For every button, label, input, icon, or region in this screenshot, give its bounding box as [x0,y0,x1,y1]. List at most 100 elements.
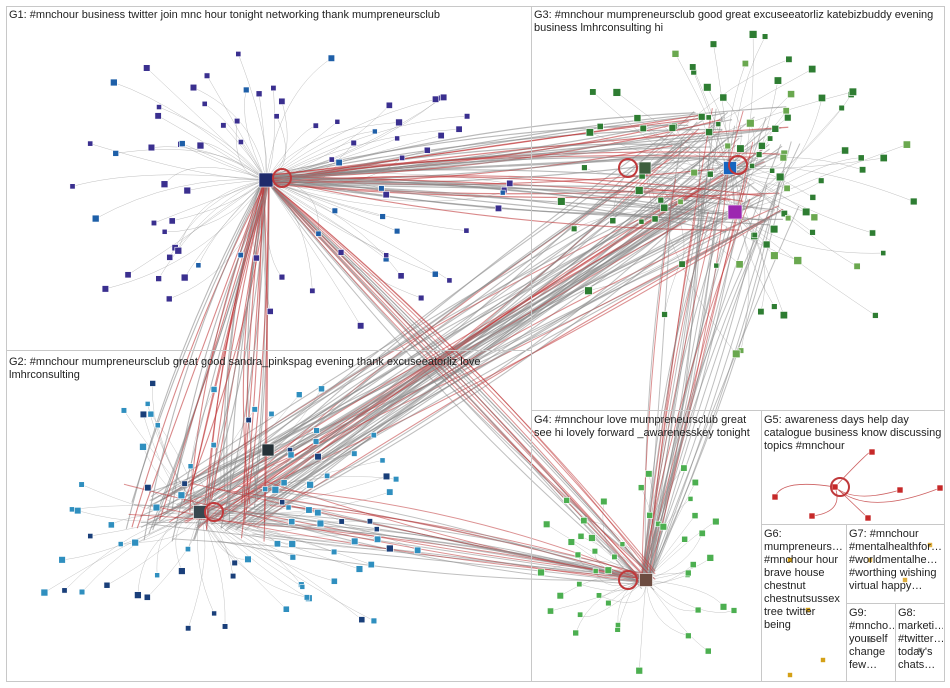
edge [182,143,267,181]
node-g2 [313,427,320,434]
node-g3 [769,225,779,234]
node-g4 [637,484,645,491]
edge [158,115,267,181]
node-g1 [252,254,260,262]
node-g1 [143,64,151,72]
edge [265,125,316,181]
node-g2 [178,567,186,575]
node-g3 [853,262,861,270]
node-g1 [237,252,244,259]
edge [199,511,372,565]
edge [265,122,400,181]
node-g3 [762,240,771,249]
node-g3 [879,154,888,162]
node-g2 [299,584,306,590]
node-g2 [303,594,311,601]
node-g3 [690,168,698,177]
node-g3 [770,251,779,260]
group-label-g2: G2: #mnchour mumpreneursclub great good … [9,356,481,381]
node-g1 [382,191,390,199]
node-g3 [773,76,782,85]
node-g2 [211,610,217,617]
node-g3 [736,144,745,153]
node-g2 [374,535,382,543]
node-g3 [557,197,566,206]
edge [244,181,270,523]
node-g1 [178,140,186,147]
edge [265,179,503,202]
edge [645,579,689,637]
node-g4 [574,551,582,559]
edge [77,510,201,522]
edge [193,181,267,541]
edge [270,135,743,180]
node-g2 [221,623,229,630]
edge [264,128,723,180]
node-g1 [147,143,156,152]
edge [253,182,266,494]
node-g3 [902,140,911,149]
edge [199,511,362,620]
edge [226,183,264,510]
edge [734,211,884,254]
node-g3 [779,311,788,320]
edge [158,106,267,181]
edge [244,89,267,181]
node-g3 [671,50,680,58]
node-g1 [155,275,162,282]
node-g2 [279,499,286,506]
node-g1 [101,285,110,293]
self-loop [618,570,638,590]
edge [105,179,267,290]
edge [641,223,764,578]
self-loop [204,502,224,522]
node-g6 [787,557,793,563]
edge [220,180,265,528]
node-g2 [78,588,86,596]
node-g2 [117,541,124,547]
node-g3 [793,256,803,265]
node-g3 [782,107,790,115]
node-g1 [180,273,189,282]
node-g3 [639,124,647,132]
group-label-g9: G9: #mncho… yourself change few… [849,607,894,671]
node-g2 [273,540,281,548]
edge [265,179,643,590]
node-g3 [570,225,578,232]
edge [265,128,460,181]
node-g3 [735,260,744,269]
node-g1 [494,204,503,212]
node-g3 [779,153,788,162]
node-g3 [703,83,712,92]
node-g3 [880,250,887,256]
node-g5 [868,448,876,456]
node-g3 [802,207,811,216]
self-loop [618,158,638,178]
group-label-g6: G6: mumpreneurs… #mnchour hour brave hou… [764,528,843,631]
edge [223,180,268,492]
node-g2 [131,538,139,547]
edge [228,178,271,523]
node-g2 [370,432,377,439]
node-g3 [746,119,755,128]
edge [242,179,269,504]
node-g1 [195,262,202,269]
node-g3 [755,151,763,158]
node-g1 [234,117,241,125]
node-g2 [330,577,338,585]
node-g5 [896,486,904,494]
node-g2 [144,401,151,407]
node-g1 [203,72,211,79]
edge [90,511,201,537]
node-g3 [609,217,617,225]
node-g3 [713,262,720,269]
node-g2 [139,410,148,418]
node-g2 [134,591,142,599]
edge [95,179,267,219]
node-g3 [741,60,749,68]
edge [648,205,800,577]
node-g3 [757,308,765,316]
node-g3 [657,196,665,204]
node-g4 [691,512,699,519]
edge [645,579,724,607]
